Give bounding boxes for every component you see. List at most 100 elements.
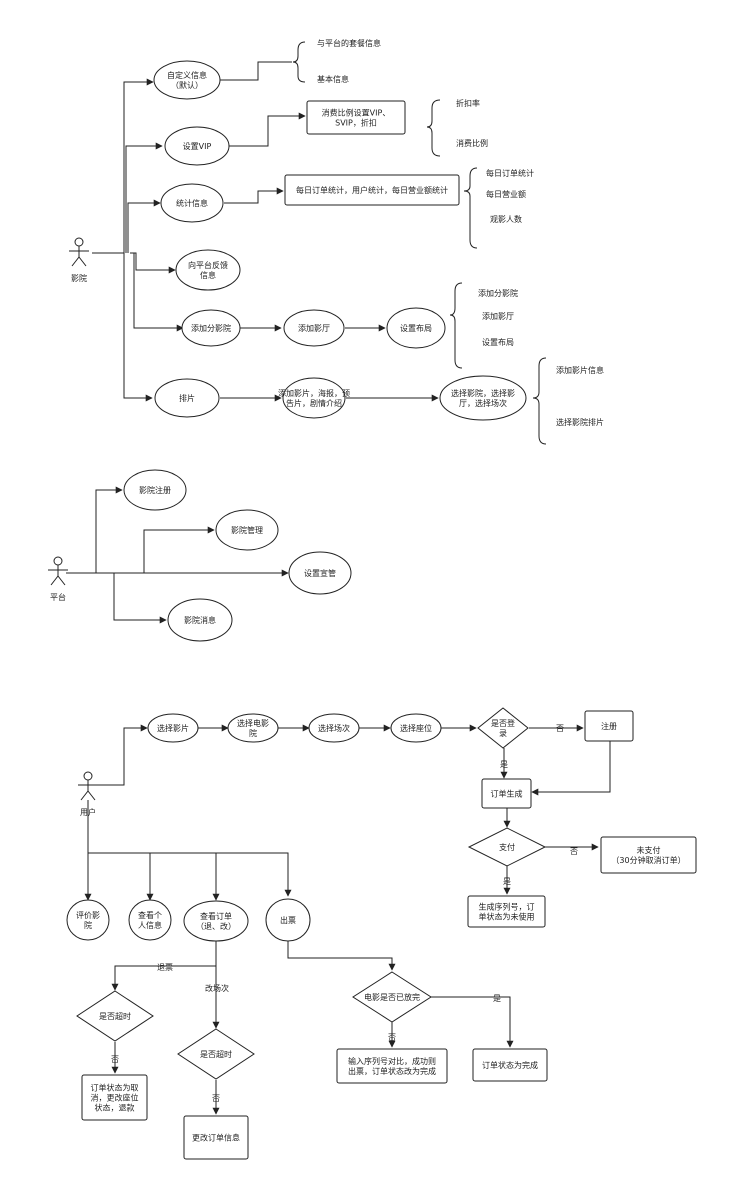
node-label: 单状态为未使用 bbox=[479, 912, 535, 922]
edge-label: 否 bbox=[556, 724, 564, 733]
notes: 与平台的套餐信息 基本信息 折扣率 消费比例 每日订单统计 每日营业额 观影人数… bbox=[317, 38, 604, 427]
node-u-unpaid: 未支付（30分钟取消订单） bbox=[600, 836, 697, 874]
node-u-seat: 选择座位 bbox=[390, 713, 442, 743]
node-label: 电影是否已放完 bbox=[364, 992, 420, 1002]
node-label: 人信息 bbox=[138, 920, 162, 930]
actor-label: 平台 bbox=[50, 592, 66, 602]
node-label: 消费比例设置VIP、 bbox=[322, 108, 391, 118]
node-shape bbox=[215, 509, 279, 551]
node-label: 添加影片，海报，预 bbox=[278, 388, 350, 398]
node-shape bbox=[177, 1028, 255, 1080]
node-c-custom: 自定义信息（默认） bbox=[153, 60, 221, 100]
node-shape bbox=[282, 377, 346, 419]
node-label: 告片，剧情介绍 bbox=[286, 398, 342, 408]
braces bbox=[292, 41, 547, 445]
edge-label: 否 bbox=[388, 1033, 396, 1042]
node-shape bbox=[600, 836, 697, 874]
node-label: （30分钟取消订单） bbox=[611, 855, 685, 865]
node-label: 每日订单统计，用户统计，每日营业额统计 bbox=[296, 185, 448, 195]
note-text: 观影人数 bbox=[490, 214, 522, 224]
node-label: 设置布局 bbox=[400, 323, 432, 333]
node-label: 录 bbox=[499, 729, 507, 738]
actor-cinema: 影院 bbox=[69, 237, 89, 283]
node-label: 订单状态为完成 bbox=[482, 1060, 538, 1070]
node-shape bbox=[181, 309, 241, 347]
note-text: 每日营业额 bbox=[486, 189, 526, 199]
node-shape bbox=[336, 1048, 448, 1084]
actor-label: 影院 bbox=[71, 273, 87, 283]
node-shape bbox=[123, 469, 187, 511]
node-shape bbox=[128, 899, 172, 941]
node-shape bbox=[584, 710, 634, 742]
note-text: 添加影厅 bbox=[482, 311, 514, 321]
node-label: 选择影片 bbox=[157, 723, 189, 733]
node-shape bbox=[154, 378, 220, 418]
node-shape bbox=[283, 309, 345, 347]
node-label: 未支付 bbox=[637, 845, 661, 855]
node-shape bbox=[183, 1115, 249, 1160]
node-label: 厅，选择场次 bbox=[459, 398, 507, 408]
node-label: SVIP，折扣 bbox=[335, 118, 377, 128]
node-label: 输入序列号对比，成功则 bbox=[348, 1056, 436, 1066]
node-label: 查看订单 bbox=[200, 911, 232, 921]
node-label: 出票 bbox=[280, 915, 296, 925]
node-shape bbox=[164, 126, 230, 166]
node-u-timeout: 是否超时 bbox=[76, 990, 154, 1042]
node-p-admin: 设置宣管 bbox=[288, 551, 352, 595]
actor-platform: 平台 bbox=[48, 556, 68, 602]
node-label: 选择影院，选择影 bbox=[451, 388, 515, 398]
node-c-addbranch: 添加分影院 bbox=[181, 309, 241, 347]
note-text: 每日订单统计 bbox=[486, 168, 534, 178]
note-text: 消费比例 bbox=[456, 138, 488, 148]
nodes: 自定义信息（默认）设置VIP统计信息向平台反馈信息添加分影院添加影厅设置布局排片… bbox=[66, 60, 697, 1160]
node-shape bbox=[183, 900, 249, 942]
node-shape bbox=[167, 598, 233, 642]
note-text: 添加分影院 bbox=[478, 288, 518, 298]
node-shape bbox=[308, 713, 360, 743]
node-label: （默认） bbox=[171, 80, 203, 90]
node-shape bbox=[76, 990, 154, 1042]
node-c-vip: 设置VIP bbox=[164, 126, 230, 166]
node-label: 选择电影 bbox=[237, 718, 269, 728]
node-shape bbox=[160, 183, 224, 223]
node-u-ticket: 出票 bbox=[265, 898, 311, 942]
node-label: 添加分影院 bbox=[191, 323, 231, 333]
edge-labels: 否 是 否 是 退票 改场次 否 否 否 是 bbox=[111, 724, 578, 1103]
edge-label: 是 bbox=[500, 760, 508, 769]
node-label: 影院消息 bbox=[184, 615, 216, 625]
node-label: 出票，订单状态改为完成 bbox=[348, 1066, 436, 1076]
node-p-manage: 影院管理 bbox=[215, 509, 279, 551]
node-u-done: 订单状态为完成 bbox=[472, 1048, 548, 1082]
node-shape bbox=[472, 1048, 548, 1082]
node-label: 设置VIP bbox=[183, 141, 212, 151]
node-label: 更改订单信息 bbox=[192, 1133, 240, 1143]
node-shape bbox=[284, 174, 460, 206]
node-shape bbox=[147, 713, 199, 743]
note-text: 与平台的套餐信息 bbox=[317, 38, 381, 48]
node-label: 订单状态为取 bbox=[91, 1083, 139, 1093]
node-u-pay: 支付 bbox=[467, 827, 547, 867]
node-label: 订单生成 bbox=[491, 789, 523, 799]
node-shape bbox=[386, 307, 446, 349]
edges bbox=[66, 61, 611, 1115]
node-shape bbox=[153, 60, 221, 100]
node-shape bbox=[390, 713, 442, 743]
node-u-reg: 注册 bbox=[584, 710, 634, 742]
node-shape bbox=[227, 713, 279, 743]
node-u-vieworder: 查看订单（退、改） bbox=[183, 900, 249, 942]
node-shape bbox=[288, 551, 352, 595]
node-shape bbox=[306, 100, 406, 135]
node-shape bbox=[439, 375, 527, 421]
node-label: 信息 bbox=[200, 270, 216, 280]
edge-label: 是 bbox=[503, 877, 511, 886]
node-c-layout: 设置布局 bbox=[386, 307, 446, 349]
node-shape bbox=[265, 898, 311, 942]
note-text: 添加影片信息 bbox=[556, 365, 604, 375]
node-u-shown: 电影是否已放完 bbox=[352, 971, 432, 1023]
